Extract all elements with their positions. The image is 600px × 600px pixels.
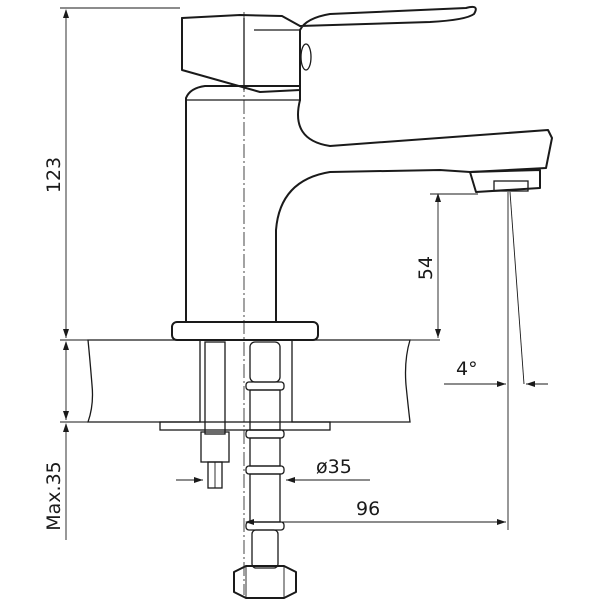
max-thickness-label: Max.35 — [43, 461, 65, 531]
spout-angle-label: 4° — [456, 358, 478, 380]
dimension-hole-diameter: ø35 — [176, 456, 370, 483]
hole-diameter-label: ø35 — [316, 456, 352, 478]
mounting-stud — [200, 341, 230, 489]
dimension-max-thickness: Max.35 — [43, 341, 69, 540]
dimension-spout-reach: 96 — [245, 498, 506, 525]
dimension-height-total: 123 — [43, 7, 180, 338]
handle-lever — [181, 5, 477, 93]
dimension-spout-height: 54 — [415, 193, 478, 338]
dimension-spout-angle: 4° — [444, 191, 548, 530]
spout-height-label: 54 — [415, 256, 437, 280]
mounting-plate — [159, 421, 331, 431]
height-total-label: 123 — [43, 157, 65, 193]
spout-reach-label: 96 — [356, 498, 380, 520]
flexible-hose — [233, 341, 297, 599]
faucet-body — [171, 85, 553, 341]
